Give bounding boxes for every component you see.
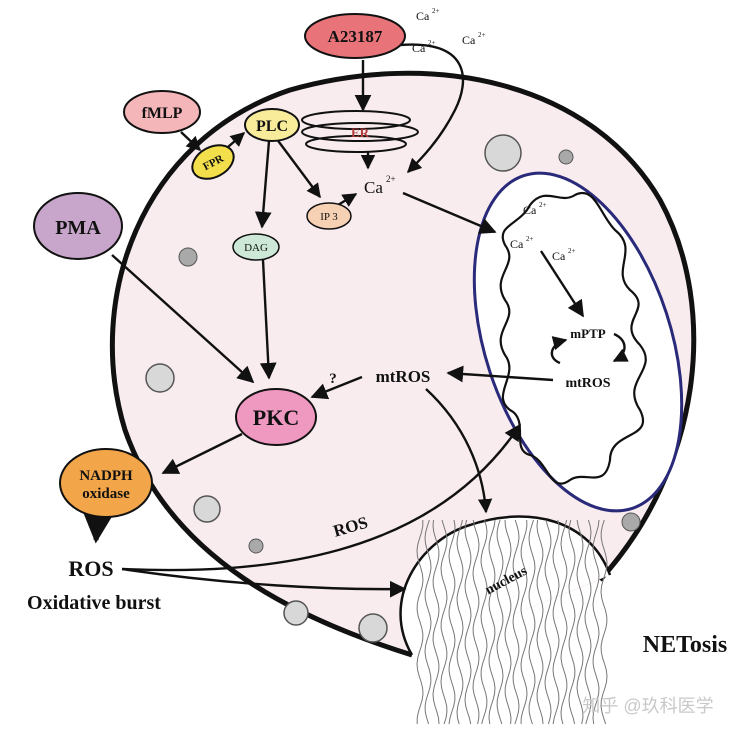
ca-sup-top-3: 2+ [478, 31, 486, 39]
chromatin-strand [528, 519, 536, 725]
pkc-node [235, 388, 317, 446]
nadph-label-line1: NADPH [79, 468, 133, 484]
ca-sup-mito-3: 2+ [568, 247, 576, 255]
ca-label-top-3: Ca [462, 33, 476, 47]
chromatin-strand [456, 519, 464, 725]
mtros-mito-label: mtROS [565, 376, 610, 391]
chromatin-strand [592, 519, 600, 725]
ca-label-top-1: Ca [416, 9, 430, 23]
chromatin-strand [432, 519, 440, 725]
pathway-arrows [81, 43, 629, 598]
ca-label-mito-2: Ca [510, 237, 524, 251]
ca-label-mito-3: Ca [552, 249, 566, 263]
vesicles [145, 134, 641, 643]
ca-sup-top-1: 2+ [432, 7, 440, 15]
mitochondrion-cristae [499, 191, 647, 485]
chromatin-strand [504, 519, 512, 725]
mitochondrion [472, 171, 684, 513]
ros-out-label: ROS [68, 556, 113, 581]
plc-label: PLC [256, 118, 288, 135]
chromatin-strand [464, 519, 472, 725]
plc-node [244, 108, 300, 142]
dag-node [232, 233, 280, 261]
chromatin-strand [520, 519, 528, 725]
chromatin-strand [472, 519, 480, 725]
chromatin-strand [584, 519, 592, 725]
nucleus [399, 515, 612, 725]
mptp-label: mPTP [570, 326, 605, 341]
er-label: ER [351, 125, 370, 140]
pma-label: PMA [55, 217, 101, 239]
ip3-label: IP 3 [320, 211, 338, 223]
ca-sup-top-2: 2+ [428, 39, 436, 47]
chromatin-strand [448, 519, 456, 725]
ca-label-mito-1: Ca [523, 203, 537, 217]
chromatin-strand [560, 519, 568, 725]
chromatin-strand [512, 519, 520, 725]
fmlp-node [123, 90, 201, 134]
dag-label: DAG [244, 242, 268, 254]
question-mark: ? [329, 371, 337, 387]
watermark: 知乎 @玖科医学 [582, 696, 713, 716]
ca-sup-mito-1: 2+ [539, 201, 547, 209]
netosis-label: NETosis [643, 632, 728, 658]
calcium-labels: Ca 2+ Ca 2+ Ca 2+ Ca 2+ Ca 2+ Ca 2+ Ca 2… [364, 7, 576, 263]
ca-sup-cytosol: 2+ [386, 174, 396, 184]
chromatin-strand [488, 519, 496, 725]
ca-label-cytosol: Ca [364, 178, 383, 197]
ca-label-top-2: Ca [412, 41, 426, 55]
chromatin-strand [496, 519, 504, 725]
chromatin-strand [416, 520, 424, 724]
chromatin-strand [568, 519, 576, 725]
pma-node [33, 192, 123, 260]
a23187-label: A23187 [328, 27, 383, 46]
mtros-cytosol-label: mtROS [376, 367, 431, 386]
pkc-label: PKC [253, 405, 299, 430]
nadph-label-line2: oxidase [82, 486, 130, 502]
oxidative-burst-label: Oxidative burst [27, 592, 161, 614]
chromatin-strand [536, 519, 544, 725]
fmlp-label: fMLP [142, 105, 183, 122]
nadph-oxidase-node [59, 448, 153, 518]
ca-sup-mito-2: 2+ [526, 235, 534, 243]
fpr-node [191, 144, 235, 180]
chromatin-strand [552, 519, 560, 725]
chromatin-strand [600, 519, 608, 725]
chromatin-strand [544, 519, 552, 725]
ip3-node [306, 202, 352, 230]
chromatin-strand [440, 519, 448, 725]
chromatin-strand [576, 519, 584, 725]
chromatin-strand [424, 519, 432, 725]
chromatin-strand [480, 519, 488, 725]
a23187-node [304, 13, 406, 59]
